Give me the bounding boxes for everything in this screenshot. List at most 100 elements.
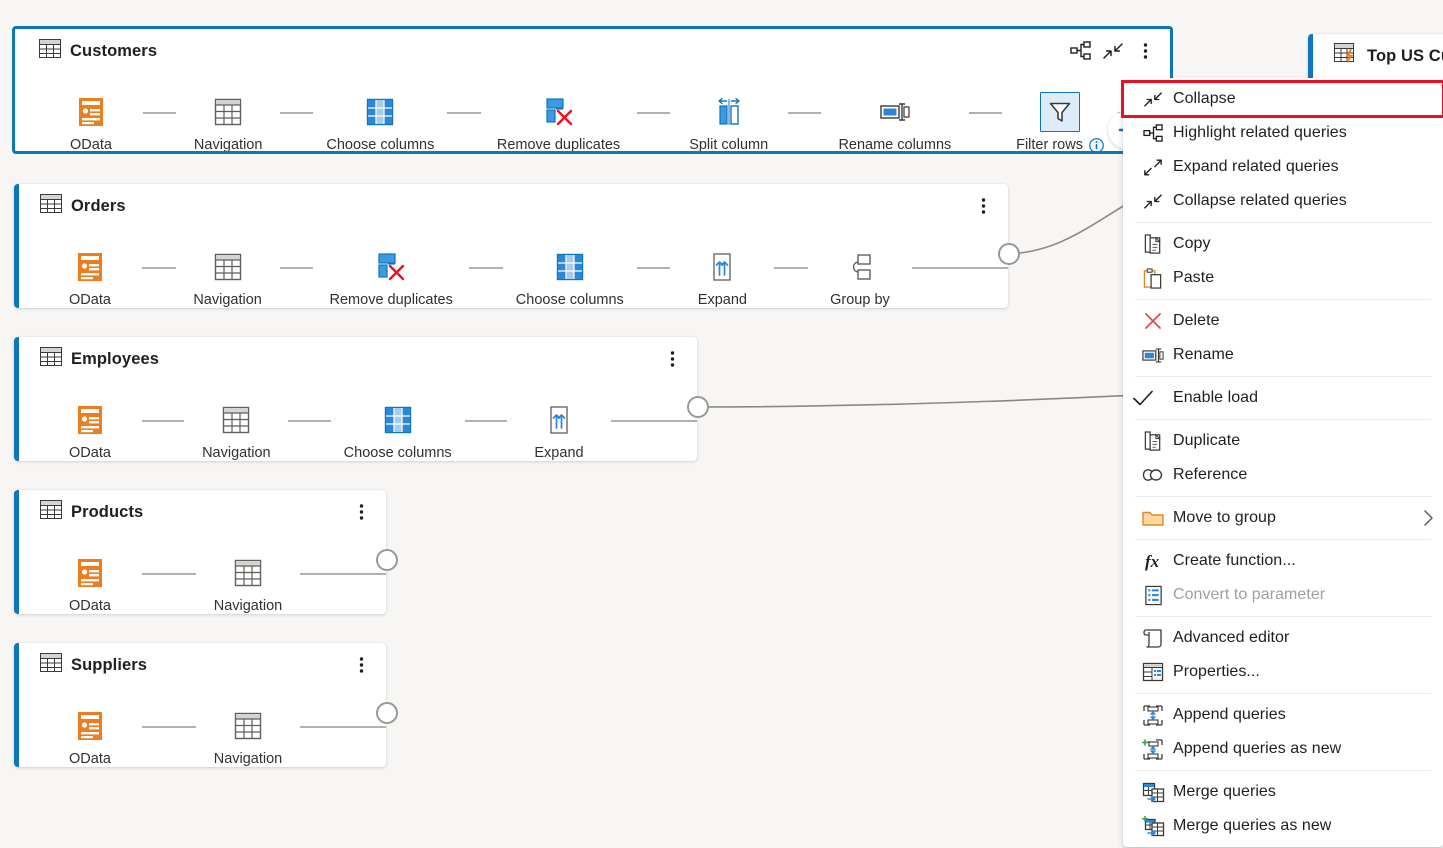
menu-item-move-to-group[interactable]: Move to group xyxy=(1123,501,1443,535)
query-context-menu[interactable]: Collapse Highlight related queries E xyxy=(1121,78,1443,847)
more-options-icon[interactable] xyxy=(1130,36,1160,66)
step-navigation[interactable]: Navigation xyxy=(196,705,300,767)
menu-item-enable-load[interactable]: Enable load xyxy=(1123,381,1443,415)
step-remove-duplicates[interactable]: Remove duplicates xyxy=(481,91,637,153)
step-navigation[interactable]: Navigation xyxy=(196,552,300,614)
menu-item-expand-related-queries[interactable]: Expand related queries xyxy=(1123,150,1443,184)
menu-item-collapse[interactable]: Collapse xyxy=(1121,80,1443,118)
menu-item-append-queries[interactable]: Append queries xyxy=(1123,698,1443,732)
menu-item-advanced-editor[interactable]: Advanced editor xyxy=(1123,621,1443,655)
delete-icon xyxy=(1133,311,1173,331)
step-connector xyxy=(142,246,176,288)
reference-icon xyxy=(1133,466,1173,484)
menu-item-copy[interactable]: Copy xyxy=(1123,227,1443,261)
step-label: Remove duplicates xyxy=(496,137,621,153)
step-navigation[interactable]: Navigation xyxy=(184,399,288,461)
query-card-products[interactable]: Products xyxy=(14,490,386,614)
card-header-tools[interactable] xyxy=(657,337,687,381)
card-header-tools[interactable] xyxy=(1066,29,1160,73)
menu-item-create-function[interactable]: fx Create function... xyxy=(1123,544,1443,578)
menu-item-label: Copy xyxy=(1173,235,1211,252)
menu-item-delete[interactable]: Delete xyxy=(1123,304,1443,338)
card-header: Customers xyxy=(15,29,1170,73)
more-options-icon[interactable] xyxy=(968,191,998,221)
odata-source-icon xyxy=(76,705,104,747)
step-split-column[interactable]: Split column xyxy=(670,91,788,151)
card-accent-bar xyxy=(14,490,19,614)
step-expand[interactable]: Expand xyxy=(507,399,611,461)
step-navigation[interactable]: Navigation xyxy=(176,246,280,308)
more-options-icon[interactable] xyxy=(346,650,376,680)
split-column-icon xyxy=(714,91,744,133)
step-odata[interactable]: OData xyxy=(38,552,142,614)
query-card-customers[interactable]: Customers xyxy=(12,26,1173,154)
step-rename-columns[interactable]: Rename columns xyxy=(821,91,969,151)
highlight-related-queries-icon xyxy=(1133,123,1173,143)
menu-item-merge-queries[interactable]: Merge queries xyxy=(1123,775,1443,809)
step-label: OData xyxy=(69,751,111,767)
menu-item-properties[interactable]: Properties... xyxy=(1123,655,1443,689)
card-title: Employees xyxy=(71,349,160,368)
step-odata[interactable]: OData xyxy=(38,246,142,308)
computed-table-icon xyxy=(1334,43,1358,69)
step-group-by[interactable]: Group by xyxy=(808,246,912,308)
odata-source-icon xyxy=(76,246,104,288)
step-choose-columns[interactable]: Choose columns xyxy=(503,246,637,308)
parameter-icon xyxy=(1133,585,1173,606)
table-icon xyxy=(40,347,62,371)
advanced-editor-icon xyxy=(1133,628,1173,649)
step-label: Group by xyxy=(830,292,890,308)
more-options-icon[interactable] xyxy=(346,497,376,527)
info-icon[interactable] xyxy=(1089,138,1104,151)
step-connector xyxy=(143,91,177,133)
collapse-icon[interactable] xyxy=(1098,36,1128,66)
step-label: Choose columns xyxy=(326,137,435,153)
step-odata[interactable]: OData xyxy=(38,399,142,461)
menu-item-label: Create function... xyxy=(1173,552,1296,569)
menu-item-collapse-related-queries[interactable]: Collapse related queries xyxy=(1123,184,1443,218)
output-node-suppliers[interactable] xyxy=(376,702,398,724)
step-choose-columns[interactable]: Choose columns xyxy=(331,399,465,461)
duplicate-icon xyxy=(1133,430,1173,452)
odata-source-icon xyxy=(76,552,104,594)
navigation-table-icon xyxy=(234,552,262,594)
merge-queries-icon xyxy=(1133,782,1173,803)
step-odata[interactable]: OData xyxy=(38,705,142,767)
step-connector xyxy=(968,91,1003,133)
chevron-right-icon xyxy=(1423,509,1435,527)
card-header: Orders xyxy=(14,184,1008,228)
filter-rows-icon xyxy=(1040,92,1081,132)
menu-item-append-queries-as-new[interactable]: Append queries as new xyxy=(1123,732,1443,766)
card-header-tools[interactable] xyxy=(968,184,998,228)
menu-item-rename[interactable]: Rename xyxy=(1123,338,1443,372)
step-expand[interactable]: Expand xyxy=(670,246,774,308)
menu-item-merge-queries-as-new[interactable]: Merge queries as new xyxy=(1123,809,1443,843)
more-options-icon[interactable] xyxy=(657,344,687,374)
expand-related-queries-icon xyxy=(1133,158,1173,177)
card-header-tools[interactable] xyxy=(346,643,376,687)
step-filter-rows[interactable]: Filter rows xyxy=(1002,91,1118,151)
step-label: Navigation xyxy=(202,445,271,461)
step-navigation[interactable]: Navigation xyxy=(176,91,280,151)
menu-item-label: Enable load xyxy=(1173,389,1259,406)
highlight-related-queries-icon[interactable] xyxy=(1066,36,1096,66)
query-card-suppliers[interactable]: Suppliers xyxy=(14,643,386,767)
menu-item-paste[interactable]: Paste xyxy=(1123,261,1443,295)
menu-item-duplicate[interactable]: Duplicate xyxy=(1123,424,1443,458)
step-remove-duplicates[interactable]: Remove duplicates xyxy=(313,246,469,308)
menu-item-label: Append queries xyxy=(1173,706,1286,723)
output-node-products[interactable] xyxy=(376,549,398,571)
rename-columns-icon xyxy=(879,91,911,133)
step-connector xyxy=(280,91,314,133)
output-node-employees[interactable] xyxy=(687,396,709,418)
output-node-orders[interactable] xyxy=(998,243,1020,265)
query-card-orders[interactable]: Orders xyxy=(14,184,1008,308)
step-odata[interactable]: OData xyxy=(39,91,143,151)
card-header-tools[interactable] xyxy=(346,490,376,534)
step-choose-columns[interactable]: Choose columns xyxy=(313,91,447,153)
step-connector xyxy=(610,399,697,441)
menu-item-reference[interactable]: Reference xyxy=(1123,458,1443,492)
menu-item-highlight-related-queries[interactable]: Highlight related queries xyxy=(1123,116,1443,150)
query-card-employees[interactable]: Employees xyxy=(14,337,697,461)
